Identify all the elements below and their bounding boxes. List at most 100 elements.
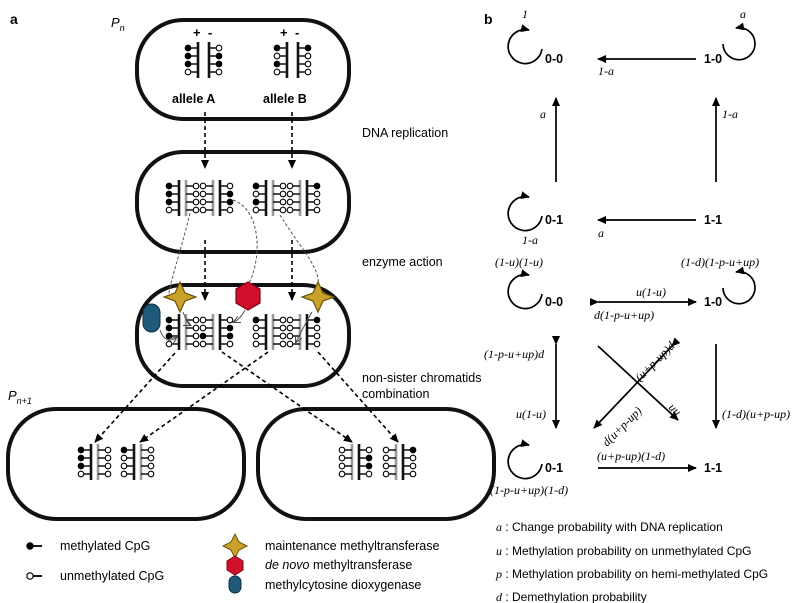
bottom-state-1-0: 1-0 [704,295,722,309]
top-arrow-label-1-0-to-0-0: 1-a [598,64,614,78]
unmethylated-cpg [184,68,192,76]
bottom-state-0-0: 0-0 [545,295,563,309]
top-state-0-0: 0-0 [545,52,563,66]
methylated-cpg [165,198,173,206]
methylated-cpg [273,44,281,52]
unmethylated-cpg [313,332,321,340]
bottom-self-label-0-1: (1-p-u+up)(1-d) [490,483,568,497]
dna-strand [382,444,398,480]
unmethylated-cpg [382,446,390,454]
dna-strand [305,314,321,350]
def-p: p : Methylation probability on hemi-meth… [495,567,768,581]
legend-methylated-label: methylated CpG [60,539,150,553]
unmethylated-cpg [286,316,294,324]
unmethylated-cpg [279,316,287,324]
dna-strand [271,314,287,350]
dna-replication-label: DNA replication [362,126,448,140]
unmethylated-cpg [313,324,321,332]
bottom-diag-0-1-1-0 [593,337,681,429]
methylated-cpg [165,182,173,190]
unmethylated-cpg [226,206,234,214]
top-state-1-1: 1-1 [704,213,722,227]
dna-strand [120,444,136,480]
bottom-self-label-1-0: (1-d)(1-p-u+up) [681,255,759,269]
unmethylated-cpg [279,190,287,198]
unmethylated-cpg [338,446,346,454]
unmethylated-cpg [104,454,112,462]
dioxygenase-action-arrow [159,329,176,340]
combination-arrow-2 [139,351,269,443]
methylated-cpg [184,60,192,68]
plus-sign-a: + [193,25,201,40]
dna-strand [286,314,302,350]
dna-strand [218,314,234,350]
cell-daughter-right [256,407,496,521]
maintenance-action-arrow-2 [296,311,313,342]
unmethylated-cpg [304,60,312,68]
unmethylated-cpg [286,340,294,348]
bottom-diag-label-0-0-to-1-1: uu [666,400,684,418]
unmethylated-cpg [286,182,294,190]
definitions: a : Change probability with DNA replicat… [495,520,768,603]
panel-a-label: a [10,11,18,27]
dna-strand [305,180,321,216]
unmethylated-cpg [199,324,207,332]
legend-denovo-icon [226,555,244,576]
legend-denovo-label: de novo methyltransferase [265,558,412,572]
unmethylated-cpg [120,454,128,462]
unmethylated-cpg [226,340,234,348]
unmethylated-cpg [382,470,390,478]
bottom-arrow-label-1-0-to-0-0: d(1-p-u+up) [594,308,654,322]
dna-strand [165,180,181,216]
generation-n1-label: Pn+1 [8,388,32,406]
allele-b-label: allele B [263,92,307,106]
unmethylated-cpg [409,462,417,470]
unmethylated-cpg [252,332,260,340]
methylated-cpg [252,182,260,190]
unmethylated-cpg [199,316,207,324]
legend-unmethylated-label: unmethylated CpG [60,569,164,583]
bottom-arrow-label-0-0-to-0-1: u(1-u) [516,407,546,421]
unmethylated-cpg [165,206,173,214]
unmethylated-cpg [226,316,234,324]
unmethylated-cpg [147,446,155,454]
methylated-cpg [165,190,173,198]
top-arrow-label-1-1-to-0-1: a [598,226,604,240]
unmethylated-cpg [199,190,207,198]
unmethylated-cpg [365,446,373,454]
legend-maintenance-icon [221,532,249,560]
unmethylated-cpg [252,190,260,198]
bottom-arrow-label-0-1-to-1-1: (u+p-up)(1-d) [597,449,665,463]
def-d: d : Demethylation probability [496,590,647,603]
methylated-cpg [365,454,373,462]
unmethylated-cpg [286,198,294,206]
plus-sign-b: + [280,25,288,40]
dna-strand [77,444,93,480]
unmethylated-cpg [192,190,200,198]
methylated-cpg [77,454,85,462]
methylated-cpg [226,190,234,198]
unmethylated-cpg [192,182,200,190]
unmethylated-cpg [279,198,287,206]
unmethylated-cpg [120,462,128,470]
methylated-cpg [77,462,85,470]
unmethylated-cpg [199,198,207,206]
bottom-state-0-1: 0-1 [545,461,563,475]
bottom-self-loop-0-1 [507,439,543,480]
unmethylated-cpg [252,324,260,332]
unmethylated-cpg [382,462,390,470]
cell-parent [135,18,351,121]
legend-unmethylated-icon [26,572,34,580]
unmethylated-cpg [104,462,112,470]
unmethylated-cpg [165,340,173,348]
combination-arrow-3 [221,351,353,443]
bottom-diag-label-1-0-to-0-1: d(u+p-up) [599,404,644,449]
combination-label-line2: combination [362,387,429,401]
top-state-0-1: 0-1 [545,213,563,227]
unmethylated-cpg [304,52,312,60]
unmethylated-cpg [273,52,281,60]
unmethylated-cpg [338,454,346,462]
minus-sign-b: - [295,25,299,40]
top-self-loop-0-0 [507,24,543,65]
